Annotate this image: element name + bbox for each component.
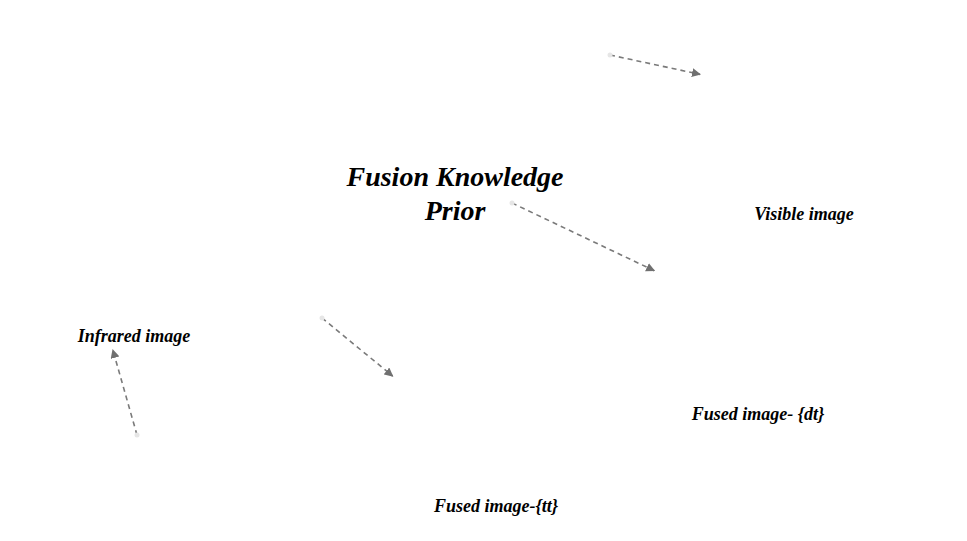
image-caption: Fused image-{tt} [395, 493, 597, 517]
visible-image-panel: Visible image [703, 38, 905, 225]
image-caption: Infrared image [33, 323, 235, 347]
fused-dt-image-panel: Fused image- {dt} [657, 238, 859, 425]
fused-tt-image-panel: Fused image-{tt} [395, 330, 597, 517]
blob-outline [110, 40, 670, 450]
image-caption: Visible image [703, 201, 905, 225]
dashed-arrow [113, 350, 137, 435]
dashed-arrow [512, 203, 654, 271]
prior-label: Fusion Knowledge Prior [330, 160, 580, 228]
anchor-dot [510, 201, 515, 206]
dashed-arrow [610, 55, 700, 74]
blob-fill [119, 48, 656, 444]
fused-tt-scene [395, 330, 603, 493]
image-caption: Fused image- {dt} [657, 401, 859, 425]
fused-dt-scene [657, 238, 865, 401]
visible-scene [703, 38, 911, 201]
dashed-arrow [322, 318, 393, 376]
infrared-image-panel: Infrared image [33, 160, 235, 347]
anchor-dot [135, 433, 140, 438]
anchor-dot [320, 316, 325, 321]
fusion-prior-blob: Fusion Knowledge Prior [110, 40, 670, 450]
anchor-dot [608, 53, 613, 58]
infrared-scene [33, 160, 241, 323]
